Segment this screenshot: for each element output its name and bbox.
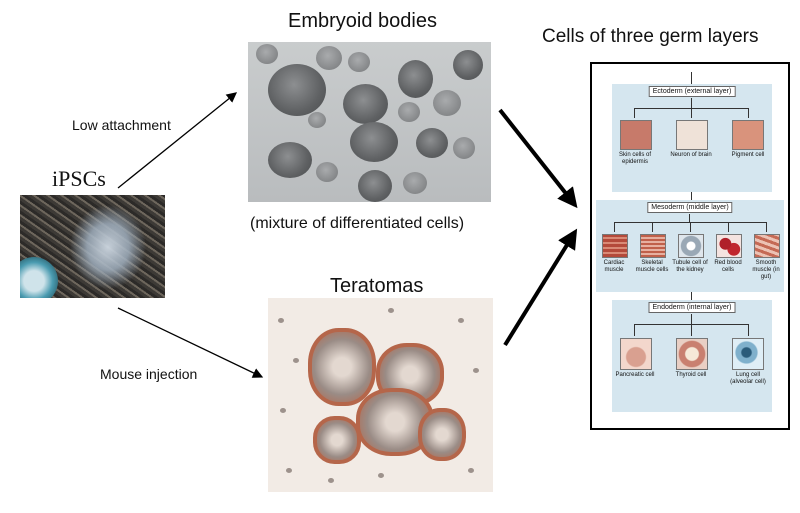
smooth-muscle-thumbnail [754,234,780,258]
arrow-teratoma-to-germ [503,228,578,347]
low-attachment-label: Low attachment [72,117,171,133]
arrow-to-teratoma [117,307,264,378]
thyroid-cell-label: Thyroid cell [675,372,707,378]
pancreatic-cell-thumbnail [620,338,652,370]
germ-layers-title: Cells of three germ layers [542,26,759,47]
red-blood-cells-thumbnail [716,234,742,258]
endoderm-section: Endoderm (internal layer) Pancreatic cel… [612,300,772,412]
cardiac-muscle-label: Cardiac muscle [603,260,625,273]
lung-cell-label: Lung cell (alveolar cell) [730,372,766,385]
arrow-to-embryoid [117,92,238,189]
skeletal-muscle-thumbnail [640,234,666,258]
skin-cell-label: Skin cells of epidermis [618,152,651,165]
smooth-muscle-label: Smooth muscle (in gut) [752,260,780,280]
skin-cell-thumbnail [620,120,652,150]
ectoderm-section: Ectoderm (external layer) Skin cells of … [612,84,772,192]
embryoid-bodies-image [248,42,491,202]
germ-layers-panel: Ectoderm (external layer) Skin cells of … [590,62,790,430]
mesoderm-title: Mesoderm (middle layer) [647,202,733,213]
teratoma-image [268,298,493,492]
thyroid-cell-thumbnail [676,338,708,370]
mouse-injection-label: Mouse injection [100,366,198,382]
pancreatic-cell-label: Pancreatic cell [615,372,655,378]
endoderm-title: Endoderm (internal layer) [648,302,736,313]
ipscs-label: iPSCs [52,166,106,191]
arrow-embryoid-to-germ [498,108,578,209]
pigment-cell-thumbnail [732,120,764,150]
ectoderm-title: Ectoderm (external layer) [648,86,736,97]
skeletal-muscle-label: Skeletal muscle cells [635,260,669,273]
kidney-tubule-thumbnail [678,234,704,258]
kidney-tubule-label: Tubule cell of the kidney [672,260,708,273]
mesoderm-section: Mesoderm (middle layer) Cardiac muscle S… [596,200,784,292]
ipsc-colony-image [20,195,165,298]
teratomas-title: Teratomas [330,275,424,297]
red-blood-cells-label: Red blood cells [714,260,742,273]
lung-cell-thumbnail [732,338,764,370]
neuron-label: Neuron of brain [670,152,712,158]
cardiac-muscle-thumbnail [602,234,628,258]
embryoid-bodies-title: Embryoid bodies [288,10,437,32]
embryoid-caption: (mixture of differentiated cells) [250,215,465,232]
pigment-cell-label: Pigment cell [731,152,765,158]
neuron-thumbnail [676,120,708,150]
